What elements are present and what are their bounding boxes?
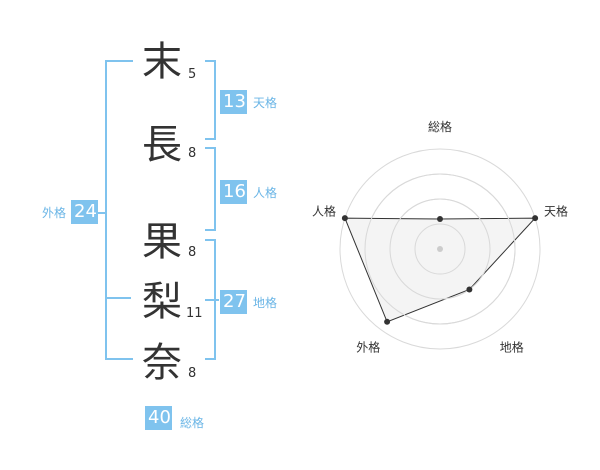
radar-point [341, 215, 348, 222]
soukaku-value: 40 [145, 406, 172, 430]
name-char-4: 梨 [142, 279, 182, 325]
chikaku-label: 地格 [253, 296, 278, 310]
name-char-3: 果 [142, 219, 182, 265]
tenkaku-label: 天格 [253, 96, 278, 110]
radar-point [532, 215, 539, 222]
radar-grid-ring-inner [364, 173, 516, 325]
radar-area [344, 217, 537, 323]
gaikaku-label: 外格 [42, 206, 67, 220]
stroke-count-4: 11 [186, 306, 203, 321]
name-char-5: 奈 [142, 340, 182, 386]
stroke-count-1: 5 [188, 67, 197, 82]
radar-axis-label: 地格 [500, 340, 524, 355]
jinkaku-value: 16 [220, 180, 247, 204]
soukaku-label: 総格 [180, 416, 205, 430]
stroke-count-5: 8 [188, 366, 197, 381]
gaikaku-value: 24 [71, 200, 98, 224]
radar-point [437, 216, 443, 222]
name-char-2: 長 [142, 122, 182, 168]
chikaku-value: 27 [220, 290, 247, 314]
radar-grid-ring-inner [389, 198, 491, 300]
stroke-count-3: 8 [188, 245, 197, 260]
radar-point [384, 318, 391, 325]
radar-axis-label: 外格 [356, 340, 380, 355]
radar-grid-ring-inner [414, 223, 466, 275]
radar-axis-label: 人格 [312, 203, 336, 218]
radar-point [466, 286, 473, 293]
stroke-count-2: 8 [188, 146, 197, 161]
name-char-1: 末 [142, 39, 182, 85]
radar-axis-label: 総格 [428, 119, 452, 134]
jinkaku-label: 人格 [253, 186, 278, 200]
radar-axis-label: 天格 [544, 203, 568, 218]
tenkaku-value: 13 [220, 90, 247, 114]
radar-center [437, 246, 443, 252]
